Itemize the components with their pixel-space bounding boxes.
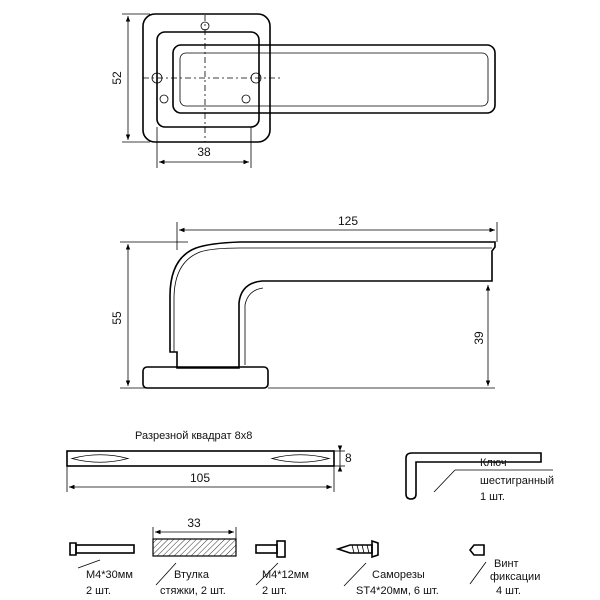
dimension-label-39: 39 <box>472 331 486 345</box>
part-label-set-screw-line2: фиксации <box>490 571 540 583</box>
hex-key-label-line1: Ключ <box>480 457 507 469</box>
screw-shank-short <box>255 544 278 554</box>
dimension-label-125: 125 <box>338 214 358 228</box>
dimension-label-33: 33 <box>187 516 201 530</box>
part-bushing: 33 Втулка стяжки, 2 шт. <box>152 516 237 597</box>
part-label-m4x12-line2: 2 шт. <box>262 585 287 597</box>
part-label-self-tapping-line1: Саморезы <box>372 569 425 581</box>
dimension-label-52: 52 <box>110 71 124 85</box>
spindle-body <box>66 450 335 467</box>
part-m4x30-screw: М4*30мм 2 шт. <box>69 542 135 597</box>
screw-head <box>69 542 77 556</box>
part-self-tapping-screw: Саморезы ST4*20мм, 6 шт. <box>335 539 439 597</box>
dimension-label-105: 105 <box>190 471 210 485</box>
part-set-screw: Винт фиксации 4 шт. <box>468 544 540 597</box>
split-spindle: Разрезной квадрат 8х8 8 105 <box>66 430 352 492</box>
lever-profile-inner <box>173 247 492 352</box>
hex-key-shape <box>405 452 542 500</box>
spindle-slot-left <box>70 454 130 463</box>
top-view: 52 38 <box>110 13 496 168</box>
part-label-m4x30-line2: 2 шт. <box>86 585 111 597</box>
lever-neck-line <box>244 287 264 365</box>
part-label-bushing-line2: стяжки, 2 шт. <box>160 585 226 597</box>
side-view: 125 55 39 <box>110 214 498 389</box>
hex-key: Ключ шестигранный 1 шт. <box>405 452 554 503</box>
screw-holes <box>151 21 262 104</box>
dimension-label-38: 38 <box>197 145 211 159</box>
lever-outline-outer <box>172 44 496 114</box>
spindle-slot-right <box>270 454 331 463</box>
hex-key-label-line3: 1 шт. <box>480 491 505 503</box>
part-label-set-screw-line3: 4 шт. <box>496 585 521 597</box>
spindle-title: Разрезной квадрат 8х8 <box>135 430 252 442</box>
hex-key-label-line2: шестигранный <box>480 475 554 487</box>
part-label-m4x12-line1: М4*12мм <box>262 569 309 581</box>
part-label-bushing-line1: Втулка <box>174 569 210 581</box>
part-label-self-tapping-line2: ST4*20мм, 6 шт. <box>356 585 439 597</box>
lever-profile <box>169 241 496 369</box>
screw-shank <box>75 544 135 554</box>
rosette-base <box>142 366 269 389</box>
bushing-body <box>152 538 237 557</box>
rosette-inner <box>156 31 260 128</box>
dimension-label-55: 55 <box>110 311 124 325</box>
lever-outline-inner <box>179 52 489 107</box>
self-tapping-screw-head <box>371 539 379 559</box>
screw-head-short <box>276 540 286 558</box>
part-label-set-screw-line1: Винт <box>494 558 519 570</box>
dimension-label-8: 8 <box>345 451 352 465</box>
part-label-m4x30-line1: М4*30мм <box>86 569 133 581</box>
part-m4x12-screw: М4*12мм 2 шт. <box>255 540 309 597</box>
hex-key-leader <box>433 469 456 493</box>
set-screw-shape <box>468 544 485 556</box>
